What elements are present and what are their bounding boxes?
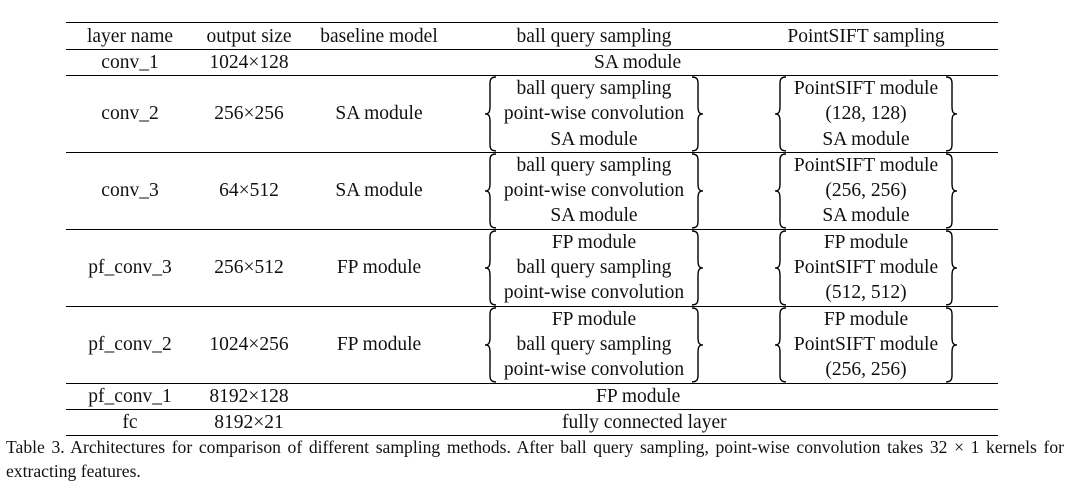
table-header-row: layer name output size baseline model ba… <box>66 22 998 50</box>
ball-query-cell: ball query sampling point-wise convoluti… <box>454 75 734 153</box>
table-row: conv_3 64×512 SA module ball query sampl… <box>66 152 998 230</box>
ball-query-cell: FP module ball query sampling point-wise… <box>454 306 734 384</box>
table-row: pf_conv_1 8192×128 FP module <box>66 383 998 410</box>
layer-name-cell: conv_2 <box>66 75 194 153</box>
header-ball-query-sampling: ball query sampling <box>454 22 734 50</box>
layer-name-cell: conv_3 <box>66 152 194 230</box>
spanning-module-cell: fully connected layer <box>454 409 998 436</box>
spanning-module-cell: FP module <box>454 383 998 410</box>
baseline-cell: FP module <box>304 306 454 384</box>
pointsift-cell: PointSIFT module (128, 128) SA module <box>734 75 998 153</box>
spanning-module-cell: SA module <box>454 49 998 76</box>
left-brace-icon <box>484 230 496 306</box>
left-brace-icon <box>484 153 496 229</box>
output-size-cell: 8192×128 <box>194 383 304 410</box>
right-brace-icon <box>692 230 704 306</box>
baseline-cell: SA module <box>304 75 454 153</box>
right-brace-icon <box>946 230 958 306</box>
left-brace-icon <box>484 306 496 383</box>
left-brace-icon <box>774 76 786 152</box>
pointsift-cell: PointSIFT module (256, 256) SA module <box>734 152 998 230</box>
output-size-cell: 1024×128 <box>194 49 304 76</box>
layer-name-cell: fc <box>66 409 194 436</box>
pointsift-cell: FP module PointSIFT module (512, 512) <box>734 229 998 307</box>
table-row: pf_conv_2 1024×256 FP module FP module b… <box>66 306 998 384</box>
baseline-cell: SA module <box>304 152 454 230</box>
left-brace-icon <box>774 230 786 306</box>
header-baseline-model: baseline model <box>304 22 454 50</box>
right-brace-icon <box>692 306 704 383</box>
table-row: fc 8192×21 fully connected layer <box>66 409 998 436</box>
ball-query-cell: FP module ball query sampling point-wise… <box>454 229 734 307</box>
layer-name-cell: pf_conv_3 <box>66 229 194 307</box>
table-caption: Table 3. Architectures for comparison of… <box>6 437 1064 481</box>
left-brace-icon <box>774 306 786 383</box>
right-brace-icon <box>946 153 958 229</box>
baseline-cell: FP module <box>304 229 454 307</box>
output-size-cell: 64×512 <box>194 152 304 230</box>
left-brace-icon <box>484 76 496 152</box>
right-brace-icon <box>946 306 958 383</box>
table-row: conv_1 1024×128 SA module <box>66 49 998 76</box>
table-row: conv_2 256×256 SA module ball query samp… <box>66 75 998 153</box>
output-size-cell: 8192×21 <box>194 409 304 436</box>
pointsift-cell: FP module PointSIFT module (256, 256) <box>734 306 998 384</box>
header-pointsift-sampling: PointSIFT sampling <box>734 22 998 50</box>
output-size-cell: 256×512 <box>194 229 304 307</box>
output-size-cell: 256×256 <box>194 75 304 153</box>
right-brace-icon <box>692 76 704 152</box>
right-brace-icon <box>692 153 704 229</box>
header-output-size: output size <box>194 22 304 50</box>
table-row: pf_conv_3 256×512 FP module FP module ba… <box>66 229 998 307</box>
layer-name-cell: pf_conv_1 <box>66 383 194 410</box>
right-brace-icon <box>946 76 958 152</box>
ball-query-cell: ball query sampling point-wise convoluti… <box>454 152 734 230</box>
architecture-table: layer name output size baseline model ba… <box>66 22 998 436</box>
layer-name-cell: pf_conv_2 <box>66 306 194 384</box>
header-layer-name: layer name <box>66 22 194 50</box>
layer-name-cell: conv_1 <box>66 49 194 76</box>
output-size-cell: 1024×256 <box>194 306 304 384</box>
left-brace-icon <box>774 153 786 229</box>
